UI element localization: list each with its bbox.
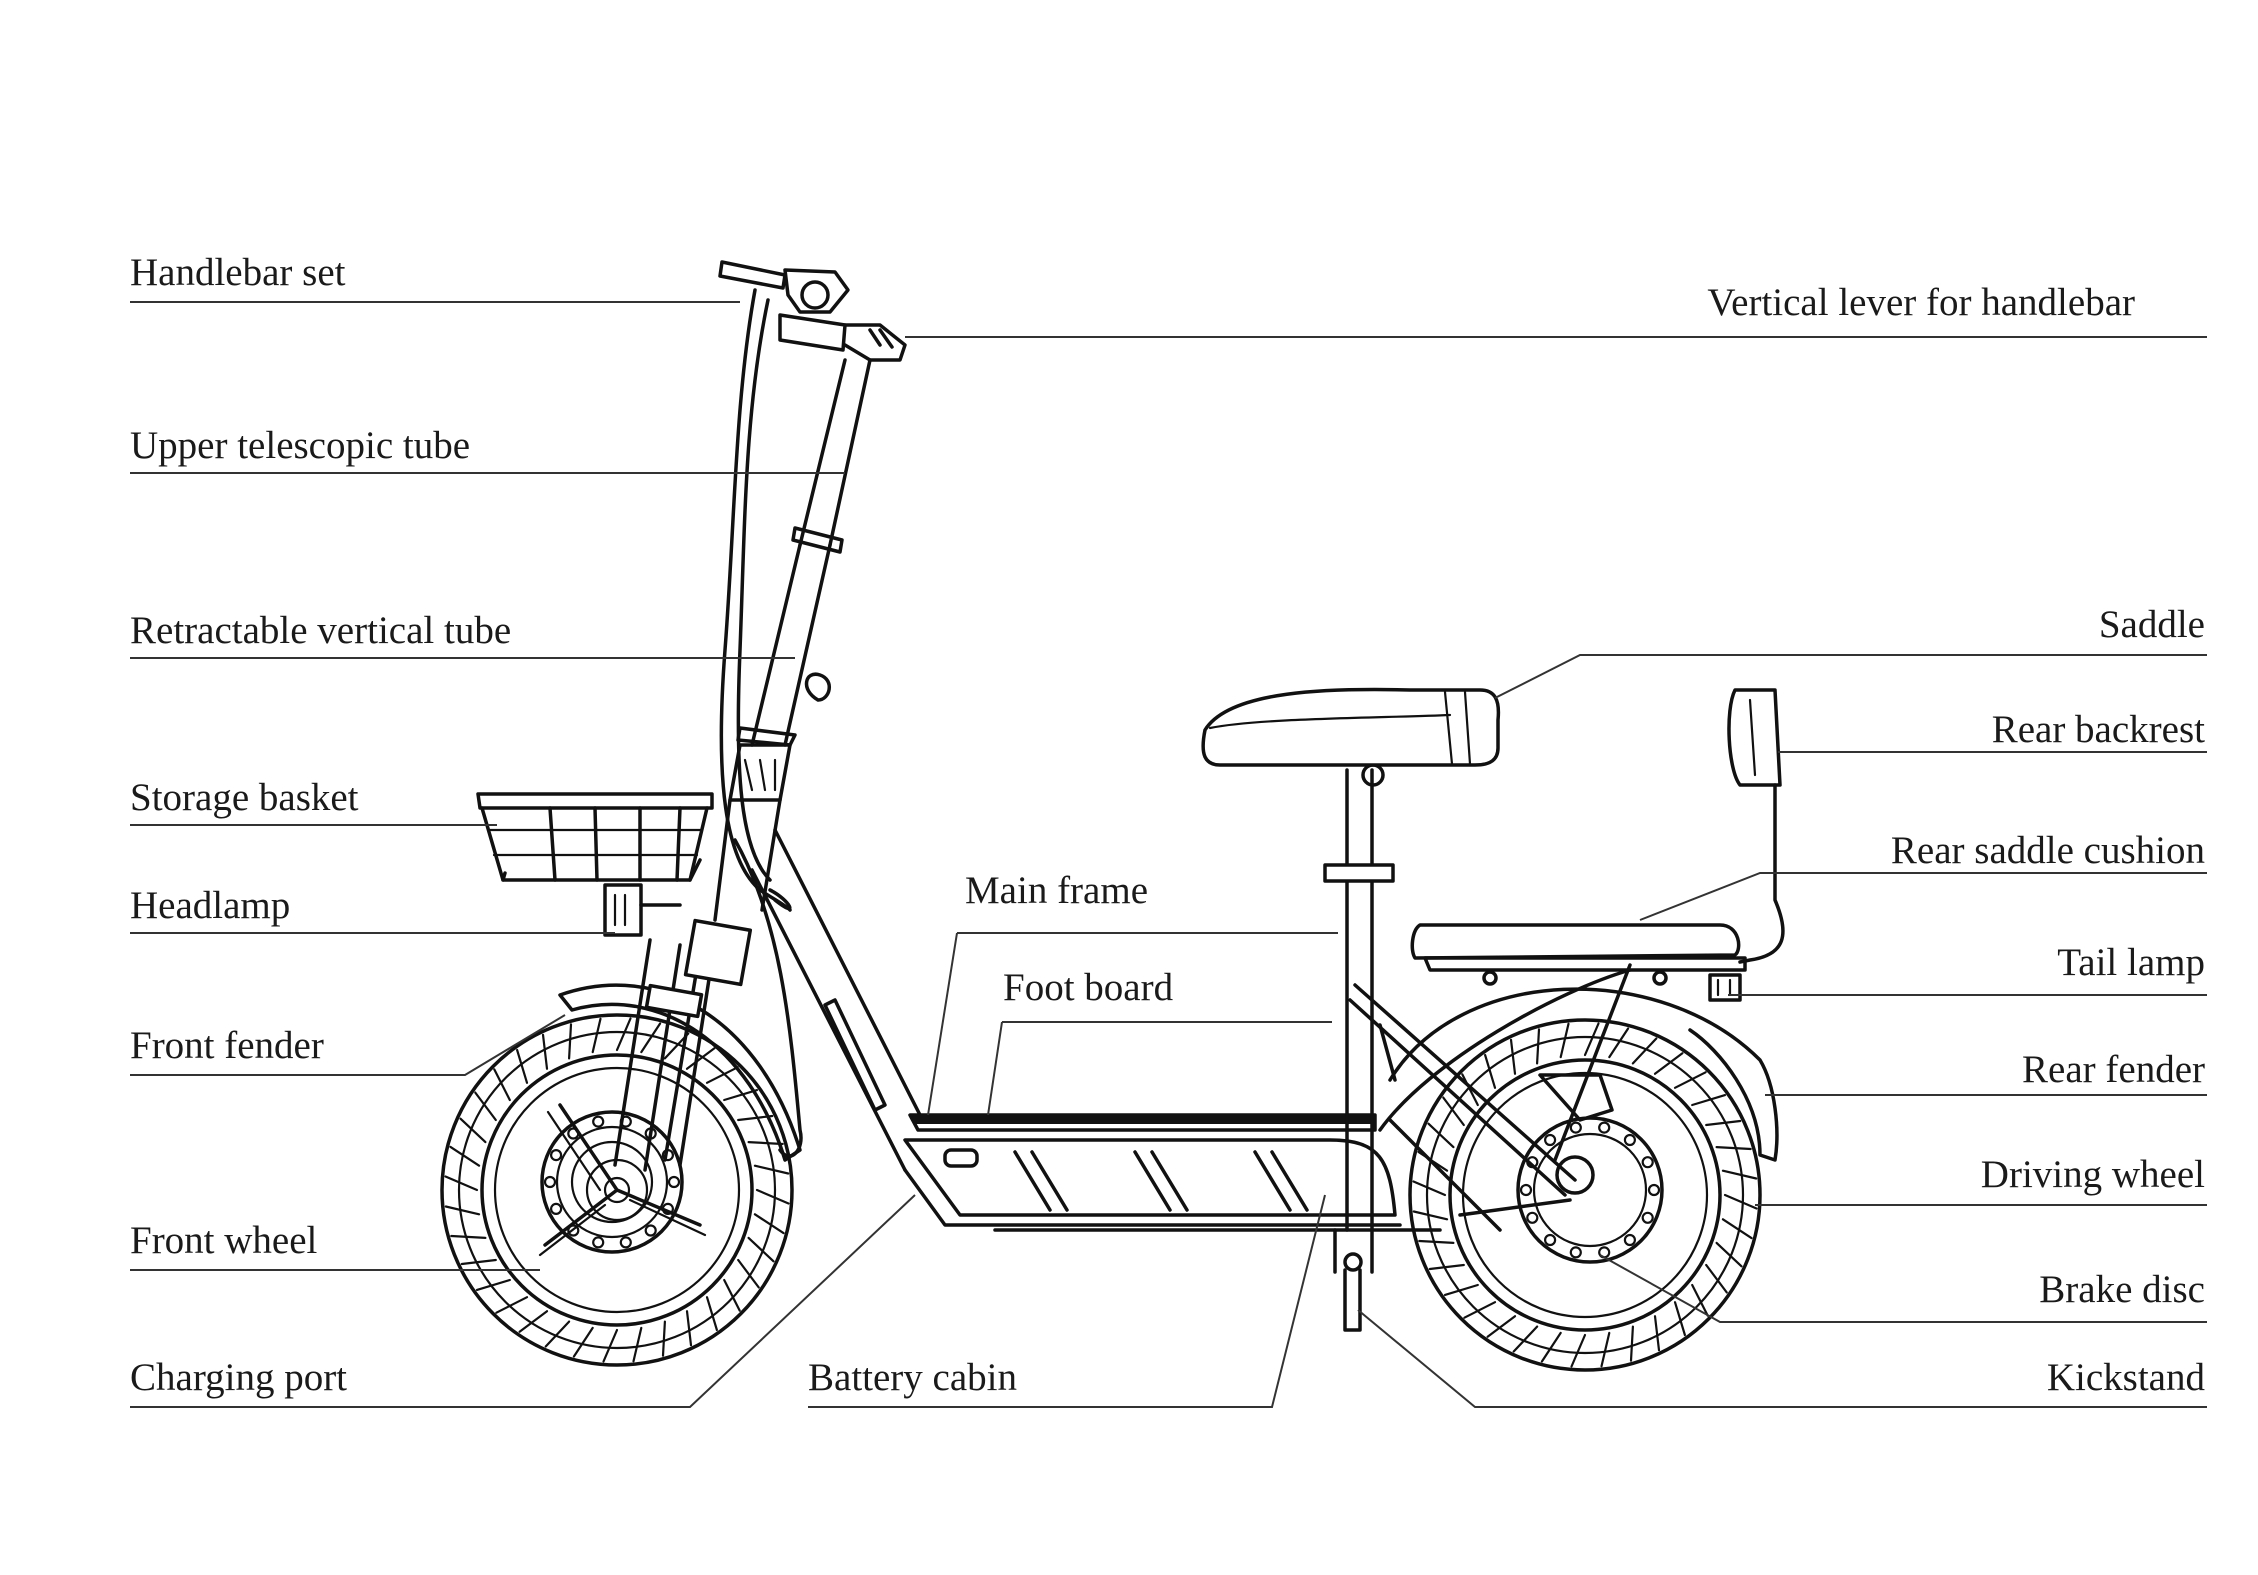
rear-frame	[1348, 963, 1632, 1232]
label-brake-disc: Brake disc	[2039, 1268, 2205, 1311]
label-vertical-lever: Vertical lever for handlebar	[1707, 281, 2135, 324]
storage-basket	[476, 792, 714, 882]
driving-wheel	[1408, 1018, 1762, 1372]
label-upper-telescopic-tube: Upper telescopic tube	[130, 424, 470, 467]
battery-cabin	[903, 1138, 1442, 1232]
label-front-fender: Front fender	[130, 1024, 324, 1067]
label-handlebar-set: Handlebar set	[130, 251, 346, 294]
label-saddle: Saddle	[2099, 603, 2205, 646]
leader-lines	[130, 301, 2207, 1408]
label-retractable-vertical-tube: Retractable vertical tube	[130, 609, 511, 652]
label-rear-fender: Rear fender	[2022, 1048, 2205, 1091]
charging-port	[943, 1148, 979, 1168]
kickstand	[1333, 1228, 1374, 1332]
label-foot-board: Foot board	[1003, 966, 1174, 1009]
label-headlamp: Headlamp	[130, 884, 290, 927]
front-brake-disc	[540, 1110, 684, 1254]
label-front-wheel: Front wheel	[130, 1219, 318, 1262]
label-battery-cabin: Battery cabin	[808, 1356, 1017, 1399]
part-labels: Handlebar set Upper telescopic tube Retr…	[130, 251, 2205, 1399]
label-charging-port: Charging port	[130, 1356, 347, 1399]
label-storage-basket: Storage basket	[130, 776, 359, 819]
rear-fender	[1388, 987, 1779, 1162]
scooter-drawing	[440, 260, 1785, 1372]
headlamp	[603, 883, 682, 937]
rear-saddle-cushion	[1410, 923, 1747, 986]
front-wheel	[440, 1013, 794, 1367]
handlebar-set	[718, 260, 907, 362]
label-driving-wheel: Driving wheel	[1981, 1153, 2205, 1196]
front-fork	[613, 918, 753, 1172]
rear-brake-disc	[1516, 1073, 1664, 1264]
label-rear-saddle-cushion: Rear saddle cushion	[1891, 829, 2205, 872]
seat-post	[1323, 763, 1395, 1232]
main-frame-down-tube	[750, 828, 922, 1172]
foot-board	[908, 1113, 1377, 1132]
label-main-frame: Main frame	[965, 869, 1148, 912]
label-rear-backrest: Rear backrest	[1992, 708, 2205, 751]
saddle	[1201, 687, 1501, 767]
rear-backrest	[1727, 688, 1785, 964]
label-tail-lamp: Tail lamp	[2057, 941, 2205, 984]
tail-lamp	[1708, 973, 1742, 1002]
steering-column	[736, 358, 872, 747]
label-kickstand: Kickstand	[2047, 1356, 2206, 1399]
